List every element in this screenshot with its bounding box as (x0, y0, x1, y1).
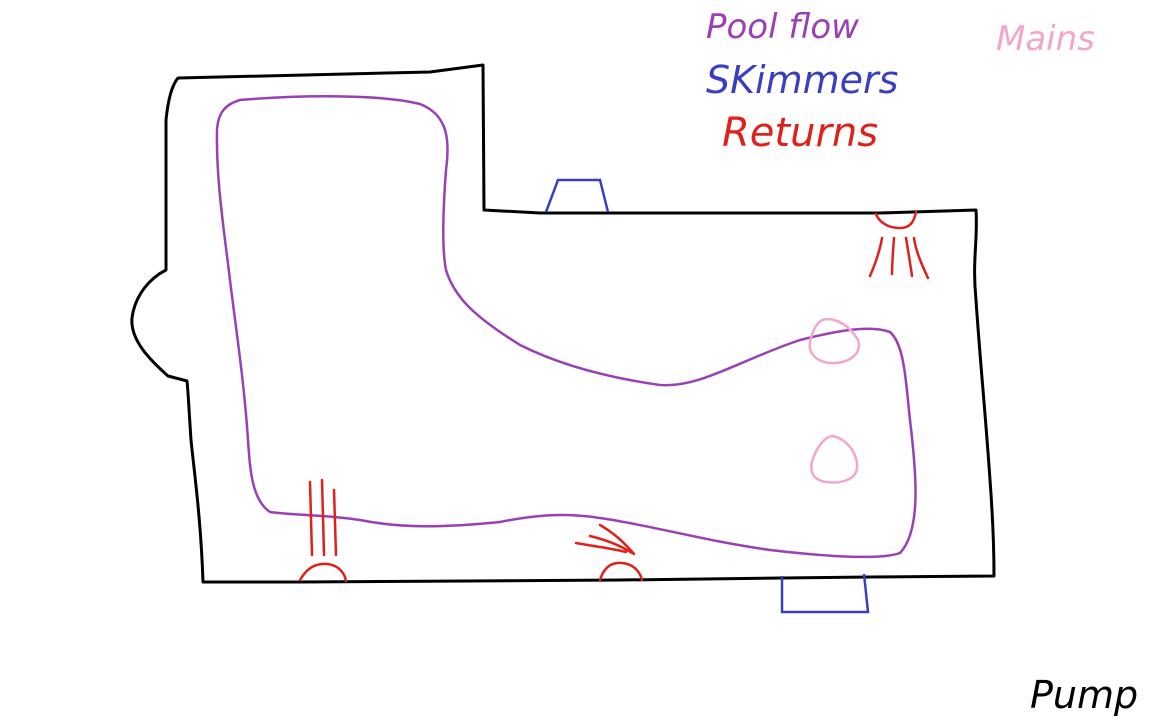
legend-returns: Returns (722, 110, 878, 156)
return-bottom-middle (574, 523, 644, 582)
legend-mains: Mains (996, 19, 1095, 59)
return-bottom-left (298, 478, 348, 583)
pump-label: Pump (1030, 673, 1138, 717)
pool-outline (130, 63, 996, 584)
pool-flow-path (215, 95, 917, 559)
skimmer-bottom (780, 573, 870, 614)
skimmer-top (544, 178, 610, 213)
legend-pool-flow: Pool flow (706, 7, 859, 47)
main-drain-1 (808, 317, 861, 365)
return-top-right (868, 210, 930, 280)
main-drain-2 (810, 434, 859, 484)
legend-skimmers: SKimmers (706, 58, 898, 102)
